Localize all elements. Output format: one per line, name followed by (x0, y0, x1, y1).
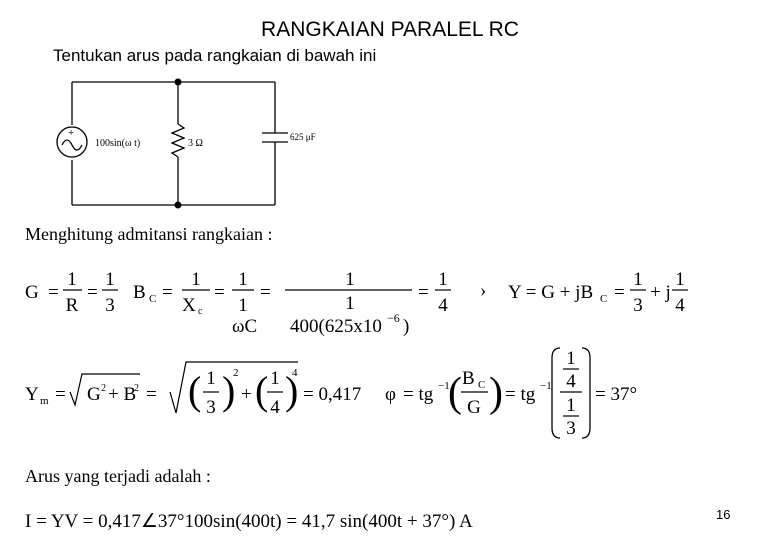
eq2-eq2: = (146, 384, 157, 405)
eq1-Xc: X (182, 295, 196, 316)
eq2-G: G (87, 384, 101, 405)
eq1-num3: 1 (191, 269, 201, 290)
top-node-dot (174, 78, 182, 86)
source-label: 100sin(ω t) (95, 138, 140, 149)
eq1-den-one2: 1 (345, 293, 355, 314)
eq2-den3: 3 (206, 397, 216, 418)
eq2-paren-close1: ) (222, 368, 235, 413)
eq2-pow4: 4 (292, 367, 298, 379)
eq2-sq: 2 (101, 383, 106, 394)
eq1-eq2: = (87, 282, 98, 303)
eq1-eq6: = (418, 282, 429, 303)
eq1-plus-j: + j (650, 282, 671, 303)
source-plus-label: + (68, 127, 74, 139)
slide-subtitle: Tentukan arus pada rangkaian di bawah in… (53, 46, 377, 65)
current-heading: Arus yang terjadi adalah : (25, 466, 211, 486)
equation-line-1: G = 1 R = 1 3 B C = 1 X c = 1 1 = 1 1 = … (25, 269, 688, 317)
current-equation: I = YV = 0,417∠37°100sin(400t) = 41,7 si… (25, 511, 473, 532)
eq1-den4b: 4 (675, 295, 685, 316)
eq2-den3b: 3 (566, 418, 576, 439)
capacitor-label: 625 μF (290, 132, 316, 142)
eq1-bc-sub: C (149, 293, 156, 305)
eq1-Bc: B (133, 282, 146, 303)
eq1-num4: 1 (238, 269, 248, 290)
eq2-den4b: 4 (566, 371, 576, 392)
eq2-G-den: G (467, 397, 481, 418)
equation-line-2: Y m = G 2 + B 2 = ( 1 3 ) 2 + ( 1 4 ) 4 … (25, 347, 637, 439)
eq1-eq7: = (614, 282, 625, 303)
eq1-num: 1 (67, 269, 77, 290)
eq1-xc-sub: c (198, 306, 203, 317)
eq1-eq: = (48, 282, 59, 303)
eq2-plus-bc: + B (108, 384, 136, 405)
eq1-den3b: 3 (633, 295, 643, 316)
eq2-m-sub: m (40, 395, 49, 407)
eq2-num4: 1 (566, 395, 576, 416)
eq2-sq2: 2 (134, 383, 139, 394)
eq2-inv2: −1 (540, 380, 552, 392)
eq1-den3: 3 (105, 295, 115, 316)
eq1-eq3: = (162, 282, 173, 303)
eq1-R: R (66, 295, 79, 316)
eq2-tg2: = tg (505, 384, 536, 405)
slide-page-number: 16 (716, 507, 731, 522)
eq2-paren-close2: ) (285, 368, 298, 413)
bottom-node-dot (174, 201, 182, 209)
circuit-diagram (56, 81, 288, 206)
eq2-plus: + (241, 384, 252, 405)
eq1b-denominator: 400(625x10 (290, 316, 382, 337)
eq2-sq3: 2 (233, 367, 239, 379)
eq1-num6: 1 (438, 269, 448, 290)
eq1-num5: 1 (345, 269, 355, 290)
eq2-inv: −1 (438, 380, 450, 392)
eq1-num2: 1 (105, 269, 115, 290)
eq2-Ym: Y (25, 384, 39, 405)
eq2-paren-open3: ( (448, 370, 462, 416)
eq1b-paren: ) (403, 316, 409, 337)
ac-source-symbol (56, 126, 88, 158)
eq2-tg: = tg (403, 384, 434, 405)
eq2-eq1: = (55, 384, 66, 405)
eq1b-exp: −6 (387, 311, 400, 325)
resistor-symbol (170, 123, 186, 158)
eq2-bracket-close (581, 347, 591, 439)
eq2-bracket-open (551, 347, 561, 439)
eq1-eq4: = (214, 282, 225, 303)
resistor-label: 3 Ω (188, 138, 203, 149)
eq1-den-one: 1 (238, 295, 248, 316)
eq2-phi-result: = 37° (595, 384, 637, 405)
eq1-Y-eq: Y = G + jB (508, 282, 593, 303)
slide-title: RANGKAIAN PARALEL RC (261, 18, 519, 41)
eq2-bc-sub: C (478, 379, 485, 391)
eq1-num8: 1 (675, 269, 685, 290)
eq2-den4: 4 (270, 397, 280, 418)
admittance-heading: Menghitung admitansi rangkaian : (25, 224, 272, 244)
eq2-paren-close3: ) (489, 370, 503, 416)
sine-wave-icon (61, 139, 83, 151)
eq1-G: G (25, 282, 39, 303)
eq2-num1: 1 (206, 368, 216, 389)
eq2-phi: φ (385, 384, 396, 405)
eq2-num3: 1 (566, 348, 576, 369)
eq1-Y-sub: C (600, 293, 607, 305)
eq2-paren-open2: ( (255, 368, 268, 413)
eq1-eq5: = (260, 282, 271, 303)
eq1-arrow: › (480, 280, 486, 301)
eq1b-omegaC: ωC (232, 316, 257, 337)
eq2-paren-open1: ( (188, 368, 201, 413)
equation-line-1b: ωC 400(625x10 −6 ) (232, 311, 409, 337)
eq2-value: = 0,417 (303, 384, 361, 405)
eq2-num2: 1 (270, 368, 280, 389)
eq1-num7: 1 (633, 269, 643, 290)
eq2-Bc: B (462, 368, 475, 389)
eq1-den4: 4 (438, 295, 448, 316)
